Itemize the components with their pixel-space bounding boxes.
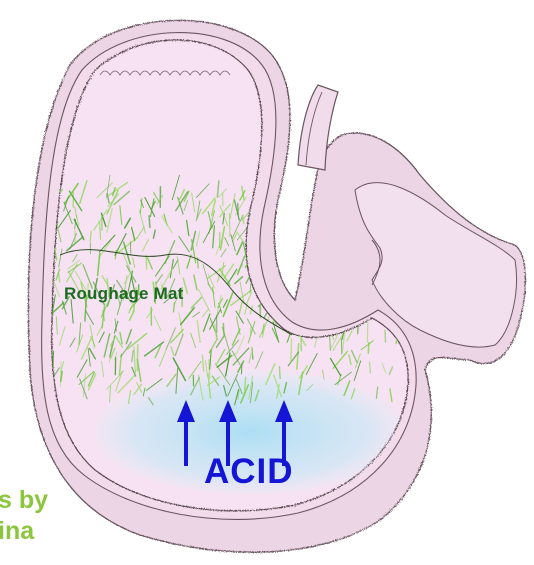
fiber-strand <box>173 303 174 312</box>
fiber-strand <box>282 235 286 257</box>
fiber-strand <box>250 284 251 292</box>
credit-text-line-2: ina <box>0 517 34 546</box>
fiber-strand <box>146 255 147 269</box>
fiber-strand <box>284 184 286 196</box>
fiber-strand <box>291 339 292 362</box>
fiber-strand <box>229 214 230 237</box>
fiber-strand <box>276 223 279 241</box>
fiber-strand <box>297 210 301 234</box>
acid-label: ACID <box>204 452 294 492</box>
fiber-strand <box>149 216 150 228</box>
fiber-strand <box>297 197 300 223</box>
fiber-strand <box>283 234 291 241</box>
fiber-strand <box>284 189 288 212</box>
fiber-strand <box>60 362 61 387</box>
credit-text-line-1: s by <box>0 486 48 515</box>
fiber-strand <box>283 179 287 195</box>
roughage-mat-label: Roughage Mat <box>64 284 184 304</box>
fiber-strand <box>370 362 371 373</box>
fiber-strand <box>282 204 299 217</box>
fiber-strand <box>279 367 280 379</box>
